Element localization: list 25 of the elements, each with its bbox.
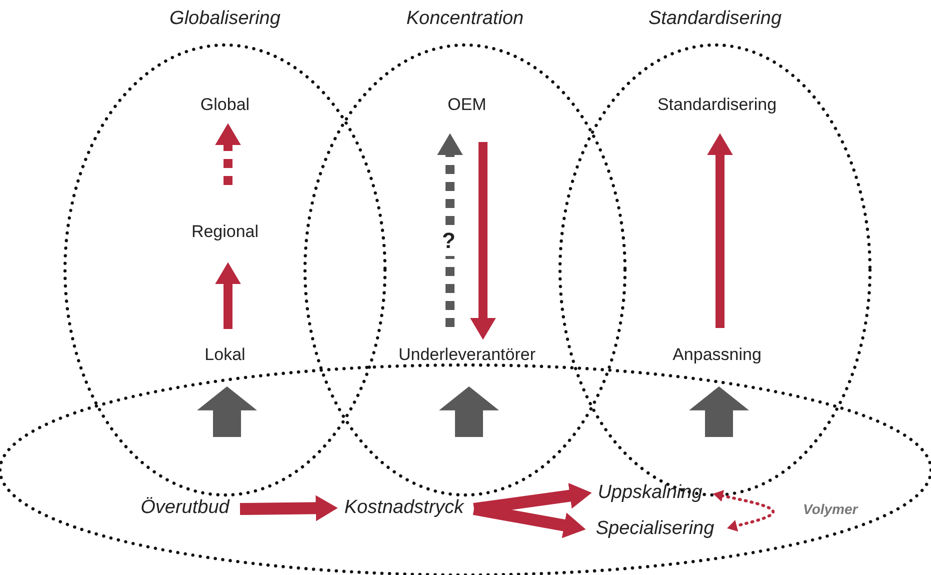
node-label: Överutbud (138, 495, 232, 521)
arrow (707, 133, 733, 328)
block-arrow (689, 386, 749, 437)
node-label: Global (185, 93, 265, 117)
node-label: OEM (427, 93, 507, 117)
heading: Koncentration (405, 8, 525, 30)
node-label: Standardisering (627, 93, 807, 117)
node-label: Underleverantörer (377, 343, 557, 379)
block-arrow (197, 386, 257, 437)
node-label: Lokal (185, 343, 265, 379)
node-label: Kostnadstryck (340, 495, 468, 521)
node-label: Specialisering (588, 516, 722, 542)
node-label: Regional (170, 220, 280, 244)
edge-label: Volymer (803, 501, 858, 517)
arrow (215, 123, 241, 185)
arrow (713, 490, 775, 532)
heading: Standardisering (647, 8, 783, 30)
block-arrow (439, 386, 499, 437)
node-label: Anpassning (657, 343, 777, 379)
node-label: Uppskalning (594, 480, 706, 506)
arrow (437, 133, 463, 327)
arrow (470, 142, 496, 340)
arrow (240, 495, 338, 522)
arrow (215, 262, 241, 329)
heading: Globalisering (168, 8, 282, 30)
